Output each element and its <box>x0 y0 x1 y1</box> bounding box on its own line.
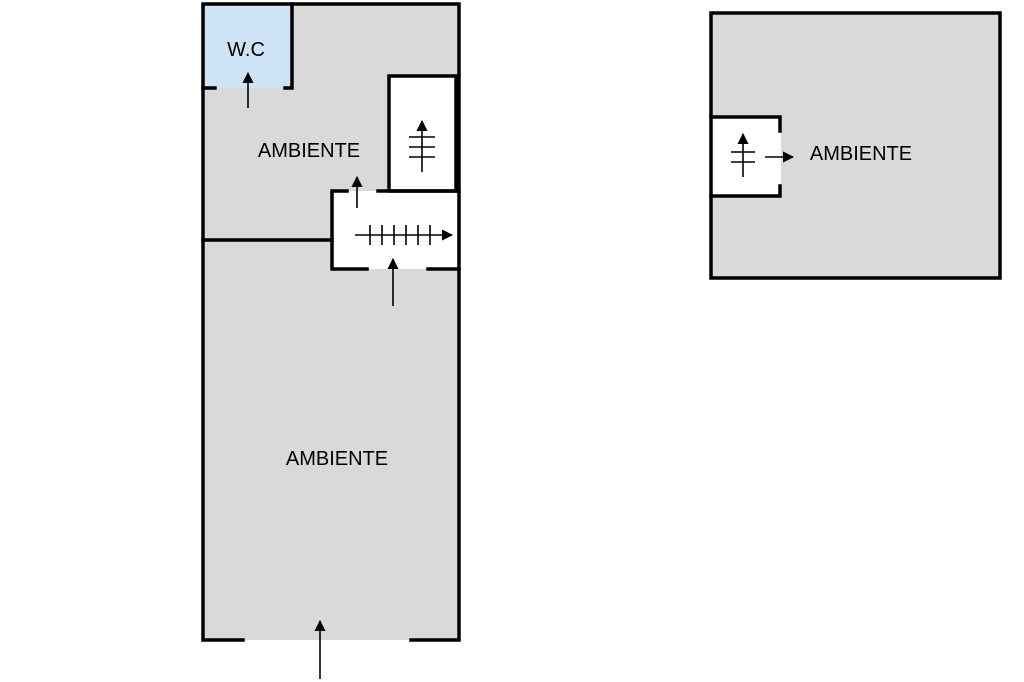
outer-wall <box>201 2 461 642</box>
staircase-horizontal <box>355 225 454 245</box>
upper-stair-wall <box>709 115 782 133</box>
upper-floor-room-label: AMBIENTE <box>810 143 912 165</box>
lower-room-label: AMBIENTE <box>286 448 388 470</box>
stair-landing-fill <box>332 191 460 269</box>
upper-stair-wall-bottom <box>709 184 782 198</box>
upper-staircase <box>731 132 755 177</box>
upper-outer-wall <box>709 11 1002 280</box>
staircase-vertical <box>409 119 435 172</box>
upper-room-label: AMBIENTE <box>258 140 360 162</box>
wc-label: W.C <box>227 39 265 61</box>
ground-floor <box>201 2 461 642</box>
wc-wall <box>283 2 294 90</box>
stair-landing-wall <box>330 189 369 271</box>
staircase-wall <box>387 74 458 193</box>
